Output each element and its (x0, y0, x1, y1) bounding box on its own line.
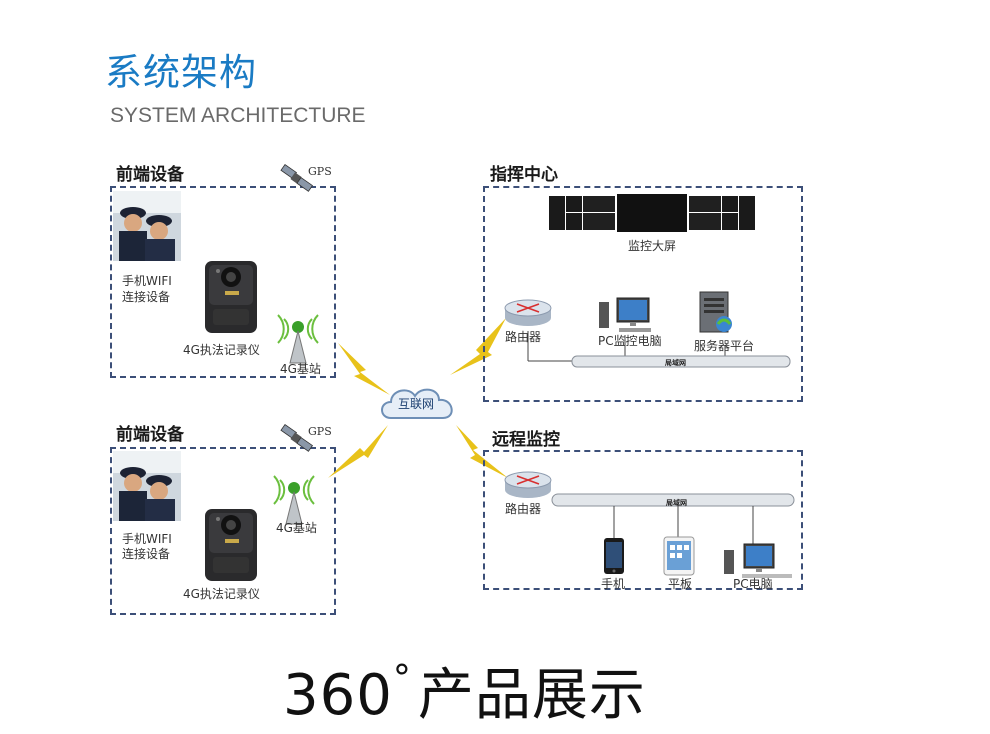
satellite-icon (280, 423, 314, 452)
tablet-icon (663, 536, 695, 576)
base-station-label: 4G基站 (280, 362, 321, 376)
pc-icon (724, 543, 792, 578)
product-showcase-heading: 360°产品展示 (283, 650, 646, 731)
wifi-device-label-line1: 手机WIFI (122, 532, 172, 546)
router-icon (504, 299, 552, 326)
front-end-2-label: 前端设备 (116, 425, 184, 445)
body-camera-icon (205, 261, 257, 333)
internet-label: 互联网 (398, 397, 435, 411)
internet-cloud-icon (381, 388, 453, 419)
lan-label: 局域网 (666, 499, 687, 507)
degree-symbol: ° (392, 658, 412, 699)
pc-label: PC监控电脑 (598, 334, 662, 348)
wifi-device-label-line2: 连接设备 (122, 547, 171, 561)
pc-label: PC电脑 (733, 577, 773, 591)
remote-monitoring-label: 远程监控 (492, 430, 560, 450)
base-station-icon (277, 314, 319, 364)
body-camera-icon (205, 509, 257, 581)
server-label: 服务器平台 (694, 339, 755, 353)
pc-icon (599, 297, 651, 332)
recorder-label: 4G执法记录仪 (183, 343, 260, 357)
remote-monitoring-box (483, 450, 803, 590)
command-center-box (483, 186, 803, 402)
satellite-icon (280, 163, 314, 192)
tablet-label: 平板 (668, 577, 693, 591)
front-end-1-label: 前端设备 (116, 165, 184, 185)
lan-label: 局域网 (665, 359, 686, 367)
wifi-device-label-line1: 手机WIFI (122, 274, 172, 288)
lightning-bolt (338, 343, 390, 395)
router-label: 路由器 (505, 502, 542, 516)
phone-label: 手机 (601, 577, 626, 591)
police-photo (113, 451, 181, 521)
lan-connection-lines (551, 493, 795, 544)
section-title: 系统架构 (105, 51, 257, 94)
server-icon (699, 291, 732, 333)
section-subtitle: SYSTEM ARCHITECTURE (110, 104, 366, 127)
showcase-text: 产品展示 (417, 663, 646, 728)
front-end-1-box (110, 186, 336, 378)
video-wall-icon (549, 194, 755, 232)
command-center-label: 指挥中心 (490, 165, 558, 185)
showcase-number: 360 (283, 663, 393, 728)
front-end-2-box (110, 447, 336, 615)
lightning-bolt (328, 425, 388, 478)
police-photo (113, 191, 181, 261)
gps-label: GPS (308, 165, 332, 178)
video-wall-label: 监控大屏 (628, 239, 677, 253)
lan-connection-lines (527, 331, 791, 368)
router-icon (504, 471, 552, 498)
wifi-device-label-line2: 连接设备 (122, 290, 171, 304)
phone-icon (604, 538, 624, 574)
base-station-label: 4G基站 (276, 521, 317, 535)
gps-label: GPS (308, 425, 332, 438)
base-station-icon (273, 475, 315, 525)
recorder-label: 4G执法记录仪 (183, 587, 260, 601)
router-label: 路由器 (505, 330, 542, 344)
